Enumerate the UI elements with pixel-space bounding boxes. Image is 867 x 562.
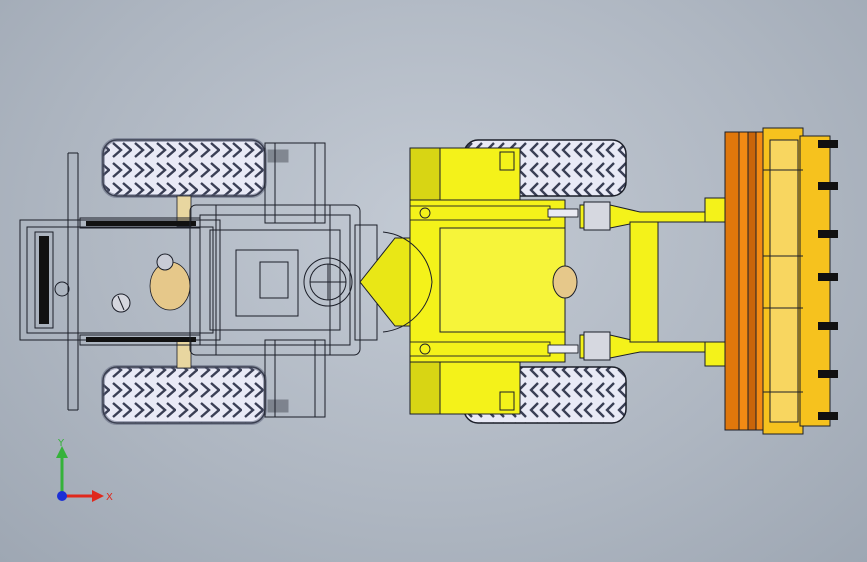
rear-chassis-wireframe: [19, 142, 378, 418]
y-axis-label: Y: [57, 438, 65, 449]
z-axis-dot: [57, 491, 67, 501]
engine-block: [149, 261, 191, 311]
exhaust-cap: [156, 253, 174, 271]
front-frame[interactable]: [359, 147, 578, 415]
bucket-teeth: [818, 140, 838, 420]
rear-left-wheel[interactable]: [101, 138, 267, 198]
lift-cylinders: [409, 205, 579, 357]
rear-right-wheel[interactable]: [101, 365, 267, 425]
x-axis-label: X: [106, 492, 113, 503]
bucket[interactable]: [724, 127, 831, 435]
coordinate-triad-icon: Y X: [56, 438, 113, 503]
